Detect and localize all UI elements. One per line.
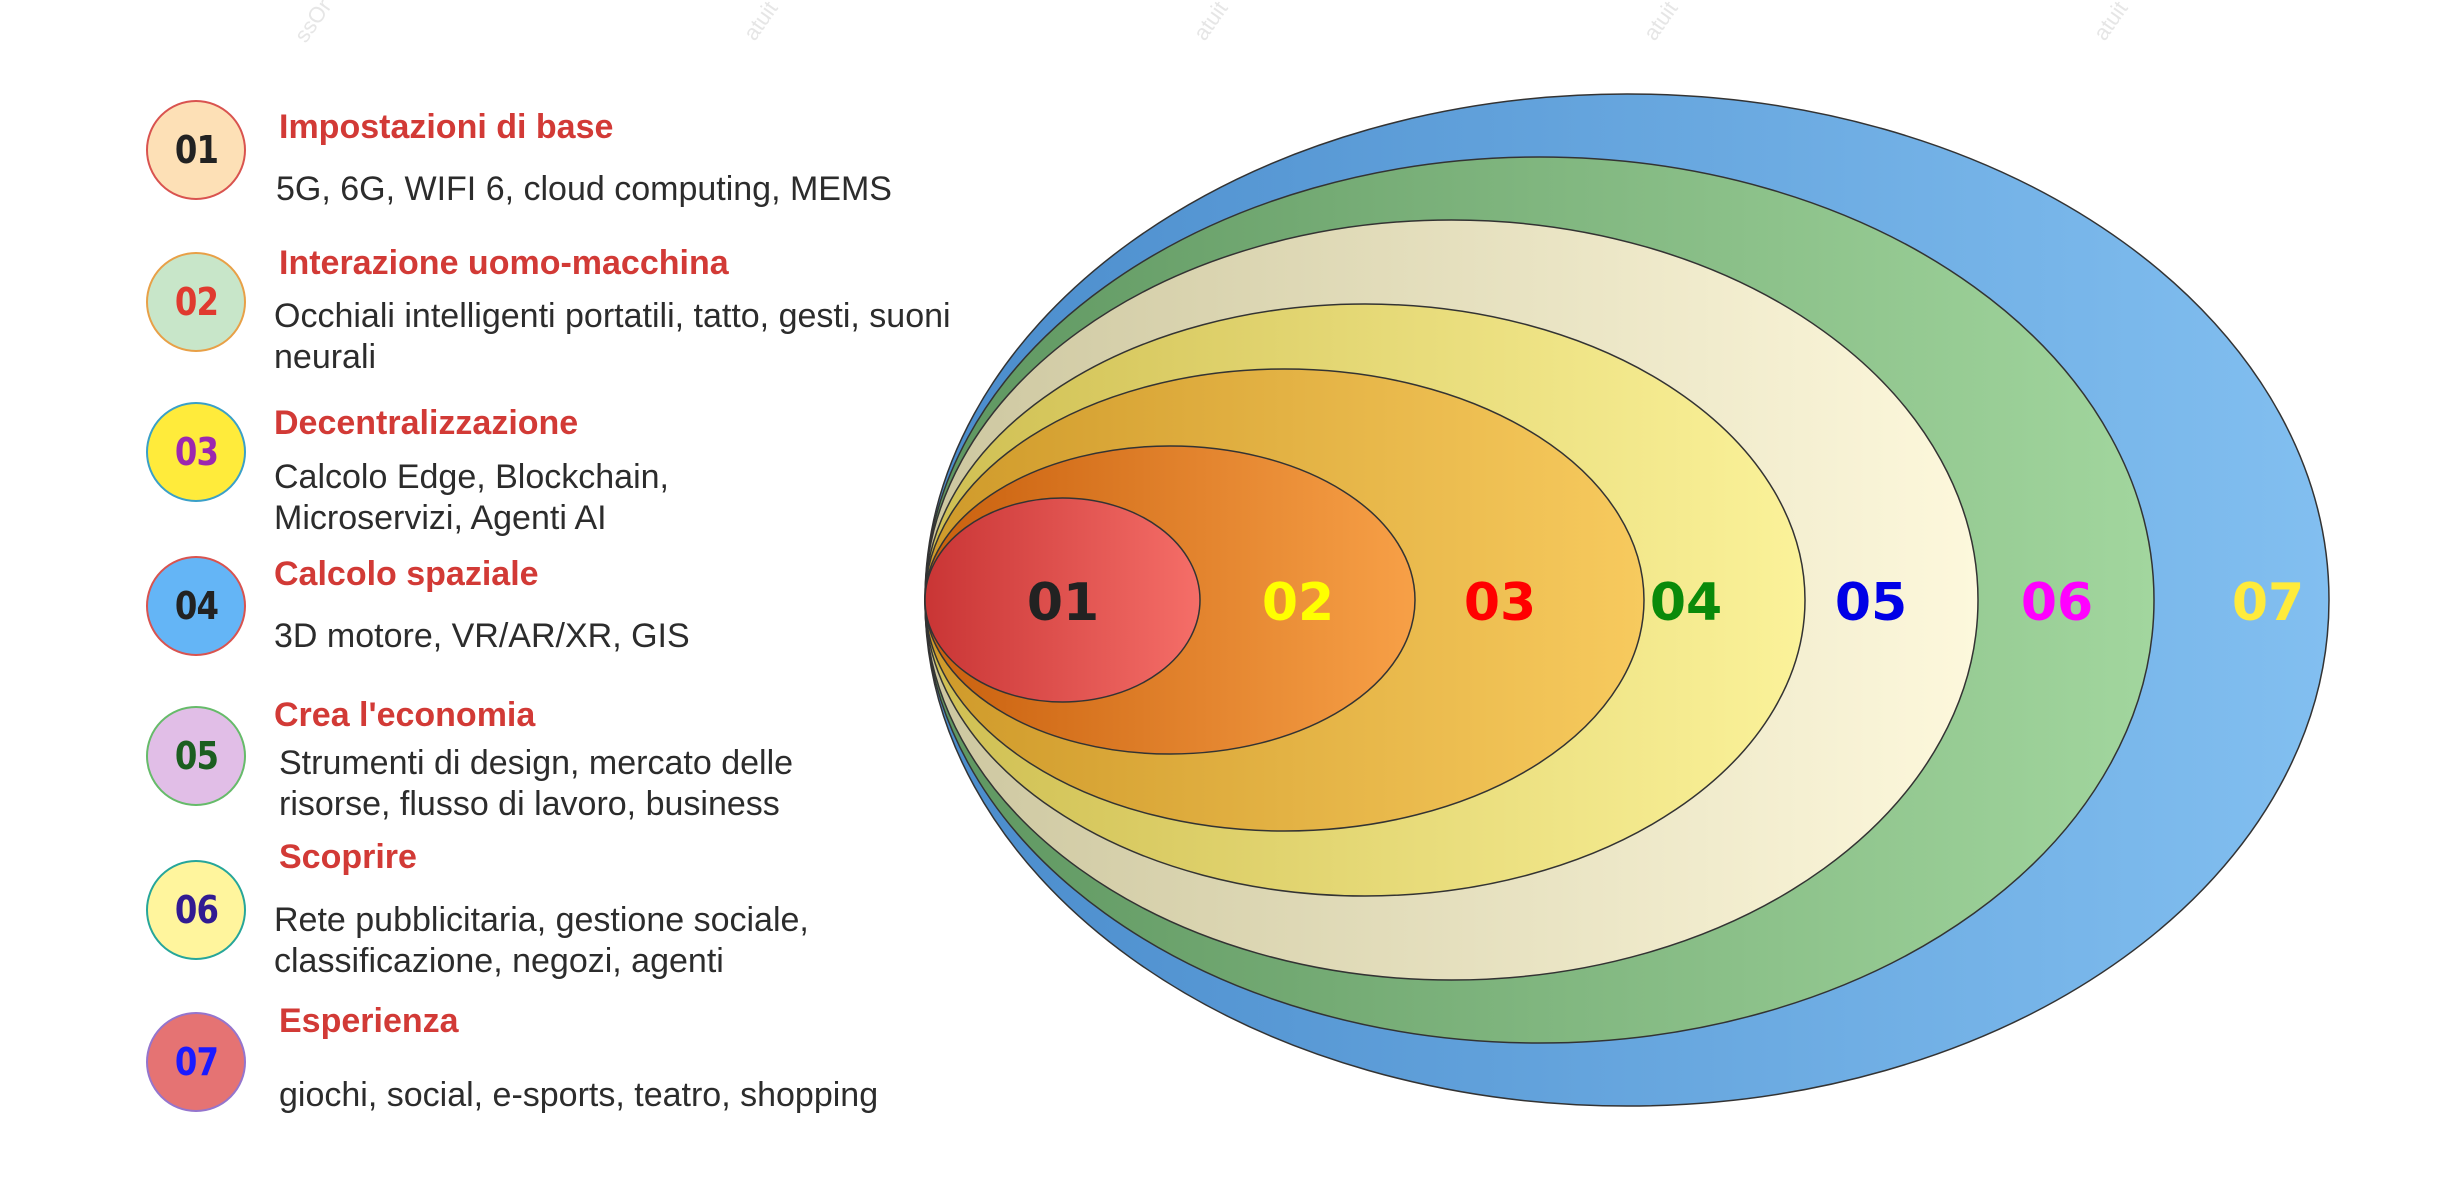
number-badge: 04 (146, 556, 246, 656)
badge-number: 05 (174, 734, 218, 778)
ring-label-04: 04 (1650, 573, 1722, 633)
ring-label-07: 07 (2232, 573, 2304, 633)
item-title: Impostazioni di base (279, 108, 614, 146)
item-title: Scoprire (279, 838, 417, 876)
item-title: Decentralizzazione (274, 404, 579, 442)
item-description: giochi, social, e-sports, teatro, shoppi… (279, 1076, 879, 1114)
number-badge: 06 (146, 860, 246, 960)
item-description: 5G, 6G, WIFI 6, cloud computing, MEMS (276, 170, 892, 208)
item-description: Rete pubblicitaria, gestione sociale, cl… (274, 901, 809, 980)
number-badge: 01 (146, 100, 246, 200)
item-description: Calcolo Edge, Blockchain, Microservizi, … (274, 458, 670, 537)
ring-label-05: 05 (1835, 573, 1907, 633)
badge-number: 07 (174, 1040, 218, 1084)
badge-number: 03 (174, 430, 218, 474)
item-title: Crea l'economia (274, 696, 536, 734)
badge-number: 04 (174, 584, 218, 628)
badge-number: 06 (174, 888, 218, 932)
item-description: 3D motore, VR/AR/XR, GIS (274, 617, 690, 655)
item-title: Calcolo spaziale (274, 555, 539, 593)
number-badge: 03 (146, 402, 246, 502)
ring-label-01: 01 (1027, 573, 1099, 633)
item-title: Esperienza (279, 1002, 459, 1040)
number-badge: 07 (146, 1012, 246, 1112)
ring-label-02: 02 (1262, 573, 1334, 633)
item-description: Occhiali intelligenti portatili, tatto, … (274, 297, 951, 376)
ring-01 (924, 497, 1201, 703)
layer-list: 01 Impostazioni di base 5G, 6G, WIFI 6, … (0, 0, 1000, 1197)
number-badge: 05 (146, 706, 246, 806)
item-description: Strumenti di design, mercato delle risor… (279, 744, 794, 823)
number-badge: 02 (146, 252, 246, 352)
ring-label-03: 03 (1464, 573, 1536, 633)
ring-label-06: 06 (2021, 573, 2093, 633)
item-title: Interazione uomo-macchina (279, 244, 729, 282)
badge-number: 01 (174, 128, 218, 172)
badge-number: 02 (174, 280, 218, 324)
